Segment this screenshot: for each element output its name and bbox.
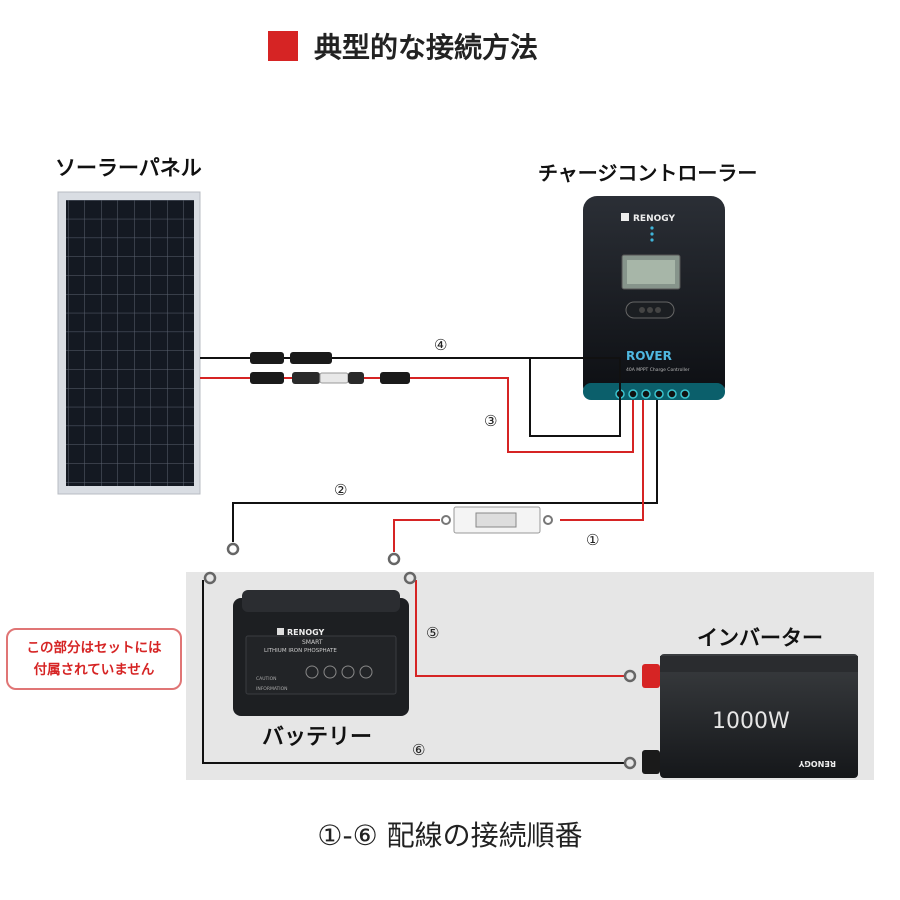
charge-controller: RENOGY ROVER 40A MPPT Charge Controller [583, 196, 725, 400]
note-line-2: 付属されていません [33, 662, 155, 678]
battery-caution: CAUTION [256, 676, 277, 682]
solar-panel-label: ソーラーパネル [55, 156, 202, 180]
not-included-note: この部分はセットには 付属されていません [6, 628, 182, 690]
title-marker [268, 31, 298, 61]
inverter-label: インバーター [697, 626, 823, 650]
controller-brand: RENOGY [633, 214, 675, 224]
battery-logo-icon [277, 628, 284, 635]
battery-brand: RENOGY [287, 628, 325, 637]
wire-number-3: ③ [484, 412, 497, 430]
battery-line1: SMART [302, 639, 323, 646]
page-title: 典型的な接続方法 [314, 31, 539, 64]
battery: RENOGY SMART LITHIUM IRON PHOSPHATE CAUT… [233, 590, 409, 716]
inverter-wires [202, 580, 625, 764]
battery-line2: LITHIUM IRON PHOSPHATE [264, 648, 337, 654]
charge-controller-label: チャージコントローラー [538, 161, 758, 185]
battery-info: INFORMATION [256, 686, 288, 692]
inverter: 1000W RENOGY [642, 654, 858, 778]
wire-number-2: ② [334, 481, 347, 499]
wire-number-5: ⑤ [426, 624, 439, 642]
wiring-order-caption: ①-⑥ 配線の接続順番 [317, 819, 583, 852]
wire-number-1: ① [586, 531, 599, 549]
battery-wires [232, 400, 658, 552]
battery-label: バッテリー [262, 725, 373, 750]
inverter-brand: RENOGY [798, 759, 836, 768]
lower-ring-terminals [203, 571, 637, 770]
solar-panel [57, 191, 201, 495]
note-line-1: この部分はセットには [26, 640, 162, 656]
upper-ring-terminals [226, 542, 401, 566]
inverter-rating: 1000W [712, 709, 790, 734]
fuse-holder [441, 506, 553, 534]
controller-subtitle: 40A MPPT Charge Controller [626, 367, 690, 373]
mc4-connectors [250, 352, 410, 384]
wire-number-6: ⑥ [412, 741, 425, 759]
controller-model: ROVER [626, 349, 672, 363]
wire-number-4: ④ [434, 336, 447, 354]
renogy-logo-icon [621, 213, 629, 221]
